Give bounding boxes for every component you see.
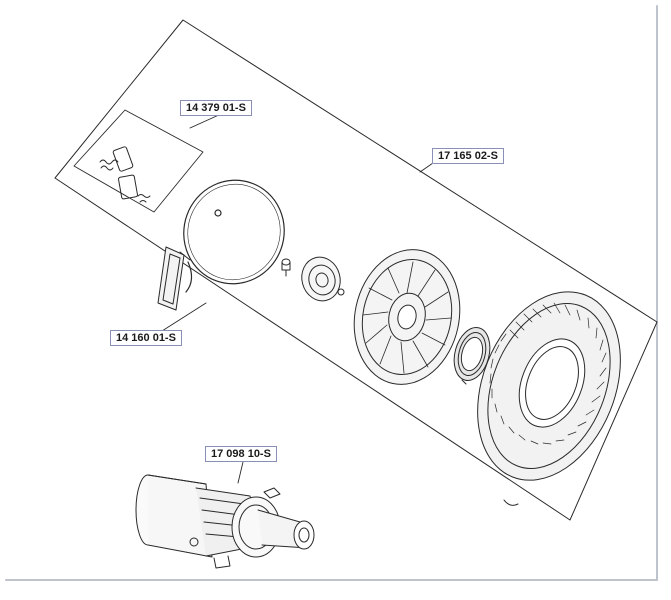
starter-assembly-outline [54, 19, 658, 521]
pulley-hub-icon [301, 256, 345, 302]
starter-handle-icon [157, 246, 191, 311]
starter-housing-icon [477, 291, 621, 506]
recoil-spring-icon [453, 327, 491, 385]
callout-pawl-kit[interactable]: 14 379 01-S [180, 100, 252, 116]
callout-handle-rope[interactable]: 14 160 01-S [110, 330, 182, 346]
callout-starter-assembly[interactable]: 17 165 02-S [432, 148, 504, 164]
pawl-kit-outline [73, 109, 204, 213]
electric-starter-motor-icon [135, 474, 315, 569]
callout-electric-starter[interactable]: 17 098 10-S [205, 446, 277, 462]
callout-leaders [161, 113, 434, 484]
pawl-spring-kit-icon [99, 146, 151, 203]
frame-border [5, 5, 658, 581]
bolt-icon [281, 258, 291, 277]
starter-rope-icon [183, 179, 285, 293]
rope-pulley-icon [353, 249, 461, 385]
